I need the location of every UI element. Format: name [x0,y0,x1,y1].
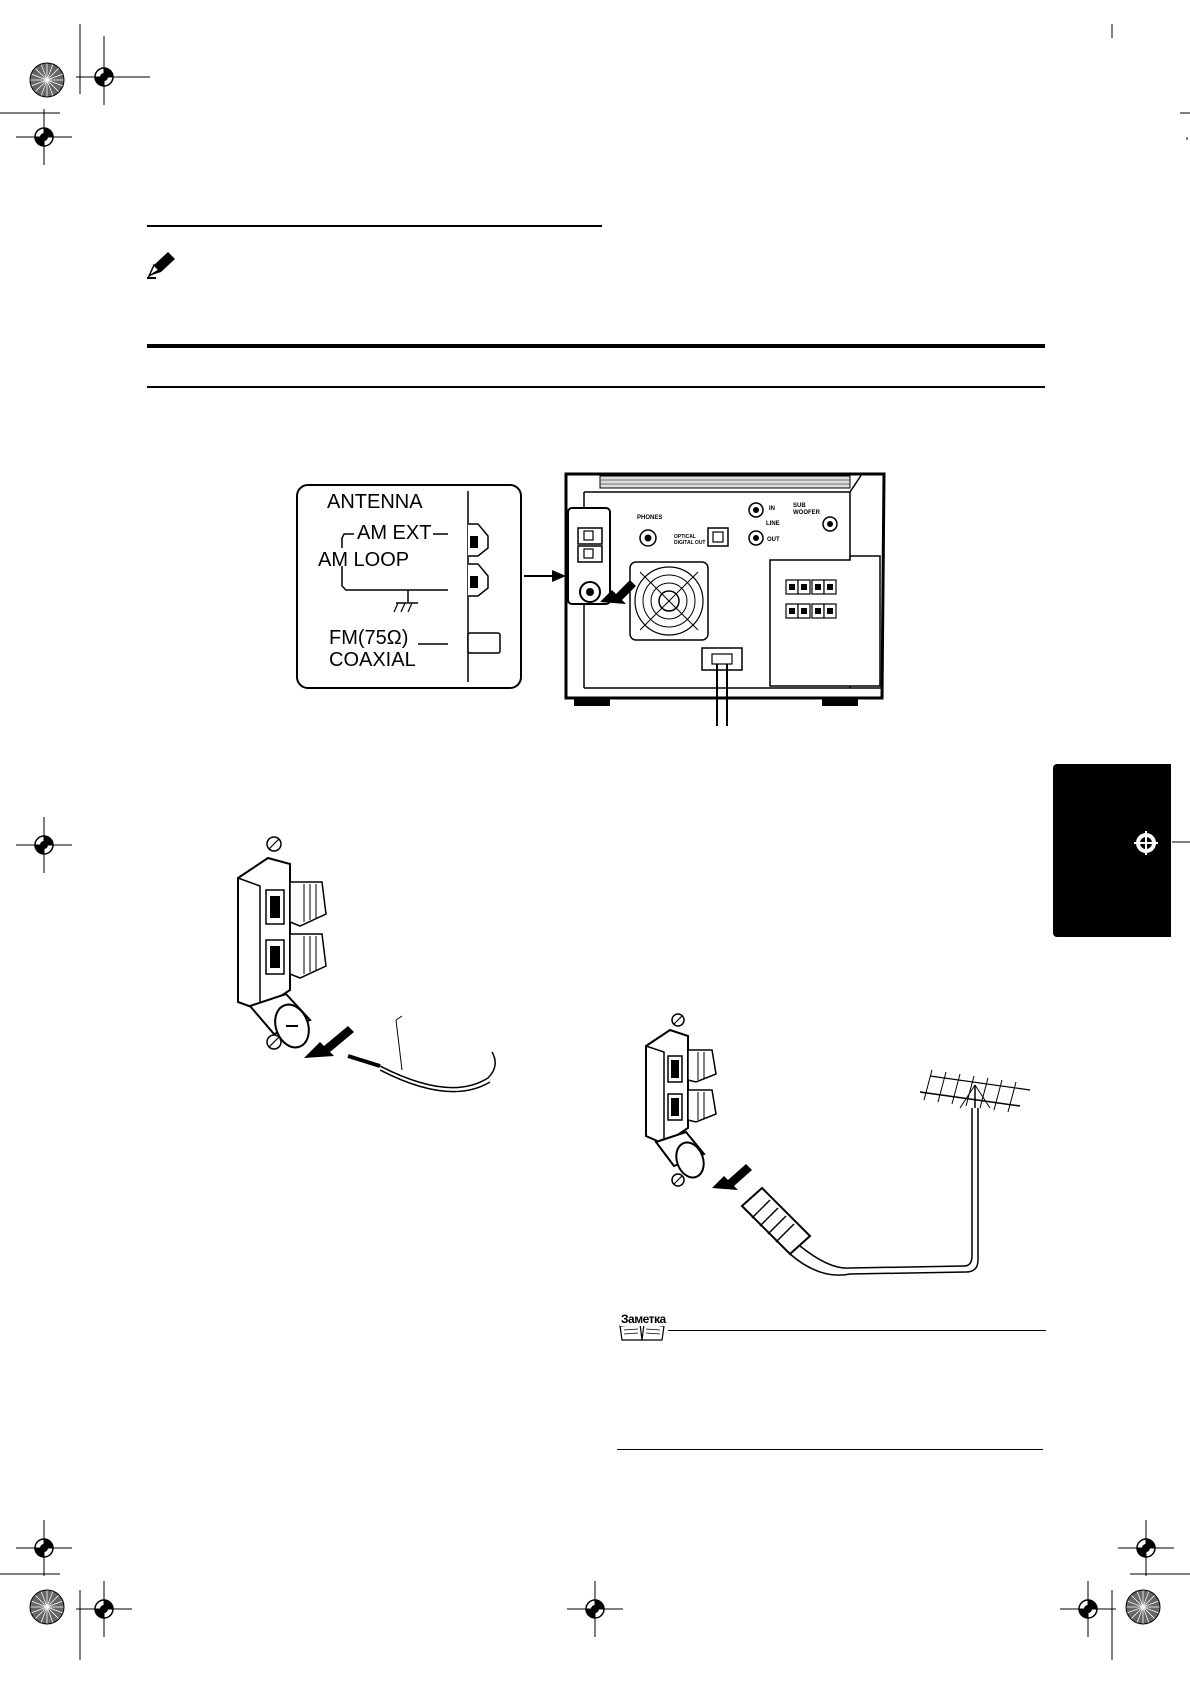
registration-star-icon [29,1589,65,1625]
sub-woofer-label-line1: SUB [793,503,806,509]
line-out-label: OUT [767,537,780,543]
note-top-rule [668,1330,1046,1331]
am-ext-label: AM EXT [357,522,432,544]
registration-mark-icon [15,1519,73,1577]
antenna-terminal-panel: ANTENNA AM EXT AM LOOP FM(75Ω) COAXIAL [296,484,522,689]
antenna-title: ANTENNA [327,491,423,513]
registration-mark-icon [75,48,133,106]
rear-panel-illustration [564,472,886,726]
heading-rule-thick [147,344,1045,348]
fm-label-line2: COAXIAL [329,649,416,671]
line-label: LINE [766,521,780,527]
pointer-arrow-icon [524,570,566,582]
optical-label-line1: OPTICAL [674,534,696,540]
registration-star-icon [29,62,65,98]
fm-label-line1: FM(75Ω) [329,627,409,649]
registration-mark-icon [1134,831,1158,855]
fm-antenna-connection-illustration [645,1013,1031,1276]
pencil-note-icon [147,252,175,279]
registration-mark-icon [1117,1519,1175,1577]
note-bottom-rule [617,1449,1043,1450]
book-note-icon [619,1323,665,1341]
am-loop-label: AM LOOP [318,549,410,571]
antenna-terminal-drawing [341,491,501,682]
note-label: Заметка [620,1312,667,1326]
registration-star-icon [1125,1589,1161,1625]
registration-mark-icon [1059,1580,1117,1638]
registration-mark-icon [75,1580,133,1638]
registration-mark-icon [566,1580,624,1638]
am-wire-connection-illustration [237,836,496,1093]
phones-label: PHONES [637,515,663,521]
optical-label-line2: DIGITAL OUT [674,540,706,546]
registration-mark-icon [15,816,73,874]
sub-woofer-label-line2: WOOFER [793,510,820,516]
top-section-rule [147,225,602,227]
line-in-label: IN [769,506,775,512]
registration-mark-icon [15,108,73,166]
heading-rule-thin [147,386,1045,388]
